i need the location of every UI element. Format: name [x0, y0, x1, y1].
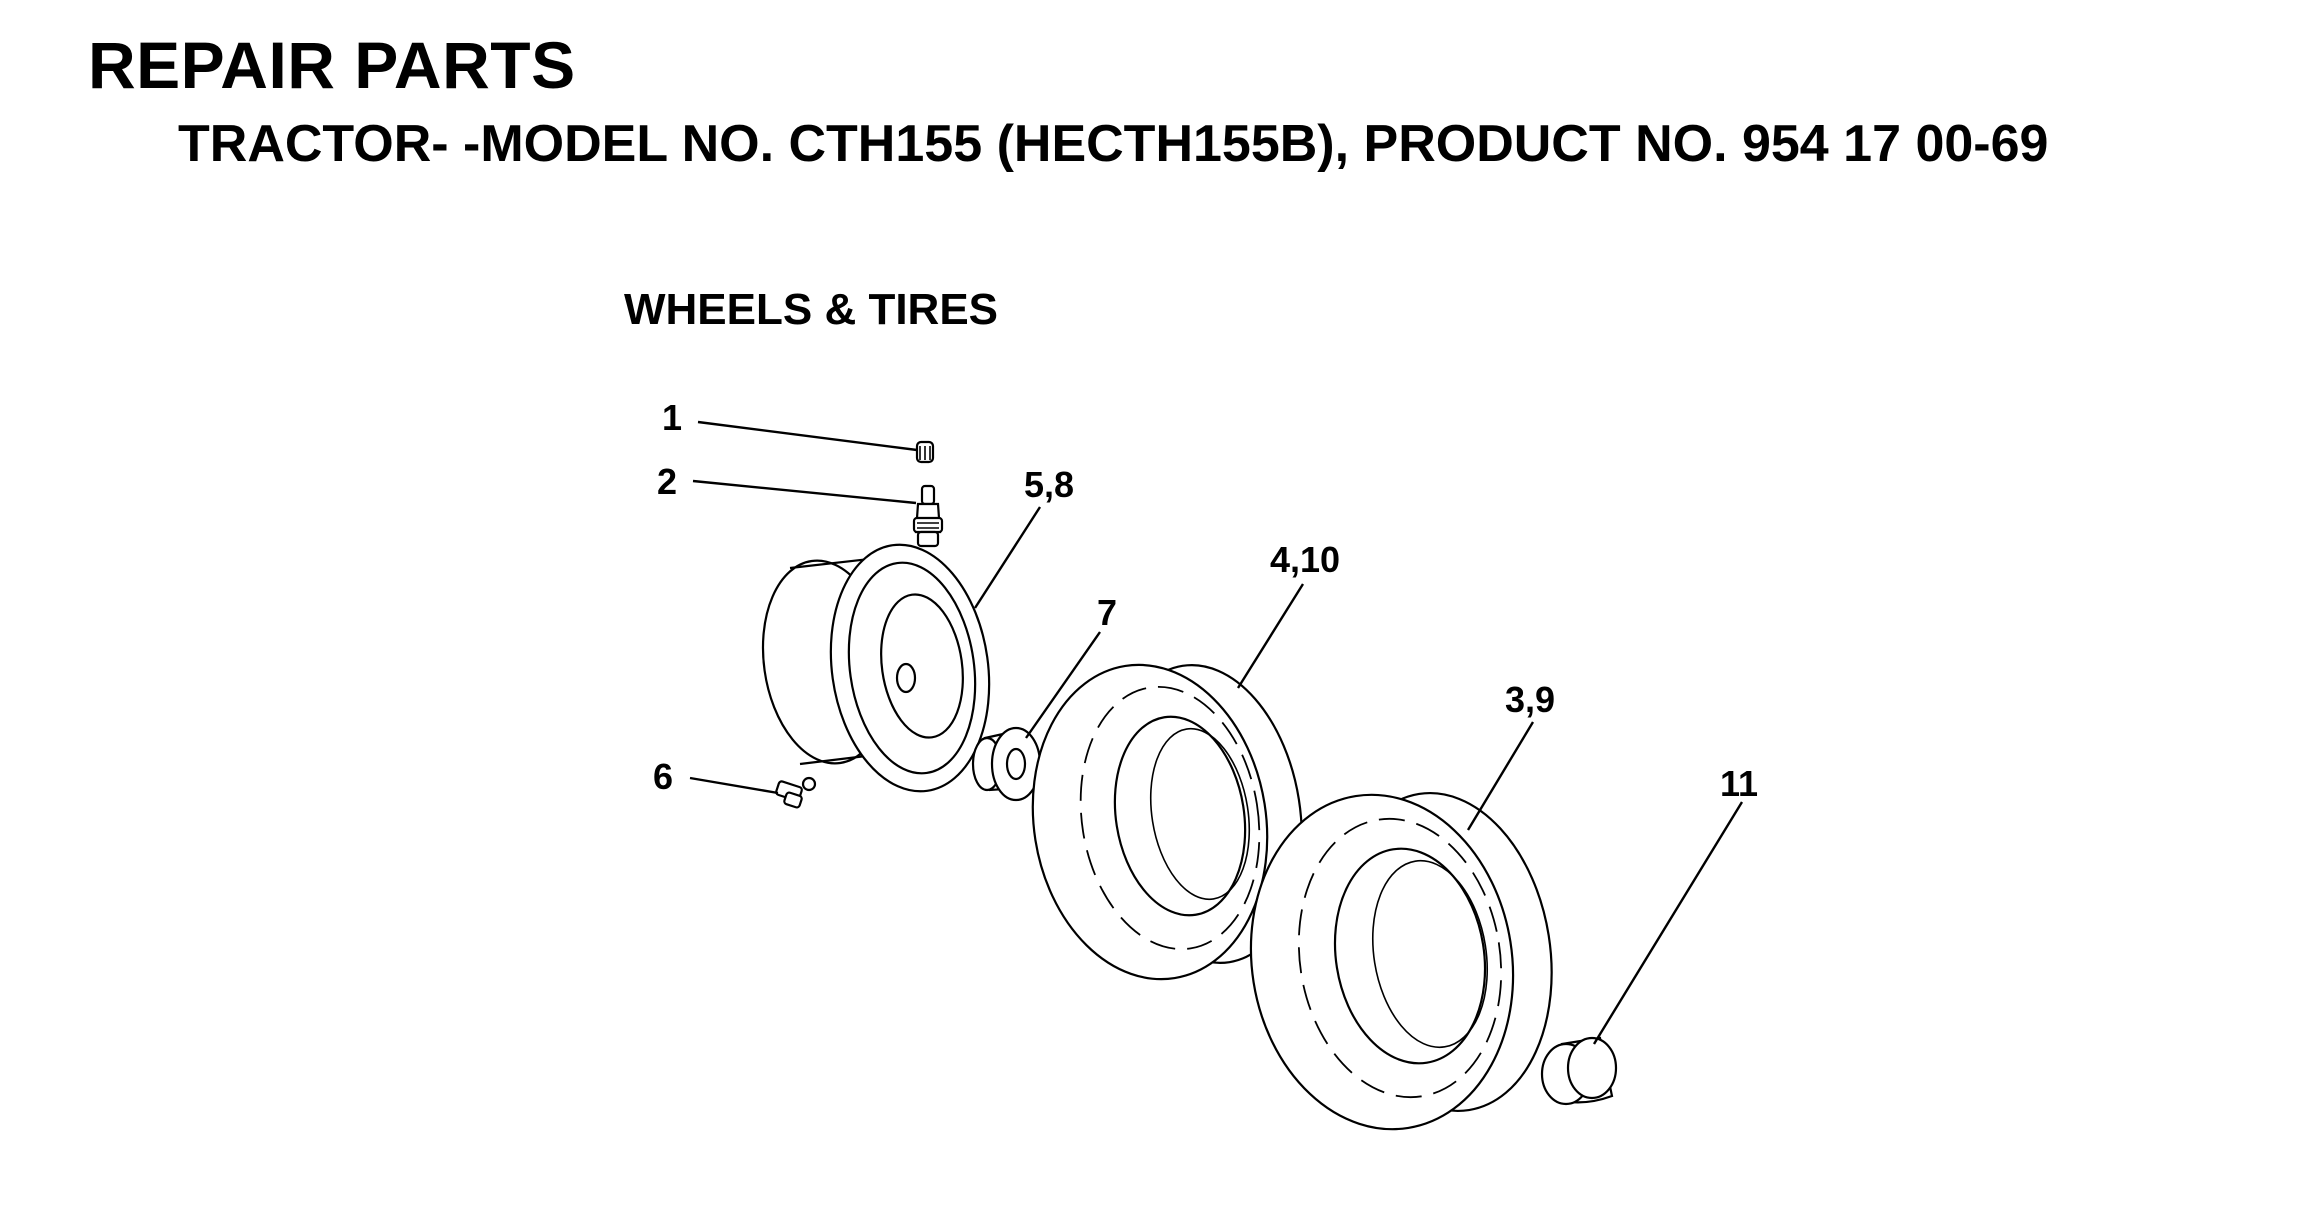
- part-rear-tire: [1249, 792, 1553, 1131]
- leader-line-6: [689, 776, 779, 795]
- leader-line-1: [697, 420, 918, 452]
- part-bushing: [971, 726, 1042, 802]
- callout-7: 7: [1097, 592, 1117, 633]
- leader-line-4-10: [1236, 583, 1305, 689]
- leader-line-5-8: [973, 506, 1042, 609]
- leader-line-2: [692, 479, 917, 505]
- callout-11: 11: [1720, 763, 1758, 804]
- page-title: REPAIR PARTS: [88, 28, 576, 102]
- part-hub-cap: [1540, 1036, 1618, 1106]
- part-grease-fitting: [775, 776, 817, 809]
- part-wheel-rim: [761, 543, 991, 793]
- callout-3-9: 3,9: [1505, 679, 1555, 720]
- part-valve-stem: [912, 484, 944, 548]
- callout-6: 6: [653, 756, 673, 797]
- section-title: WHEELS & TIRES: [624, 285, 999, 334]
- callout-1: 1: [662, 397, 682, 438]
- callout-4-10: 4,10: [1270, 539, 1340, 580]
- leader-line-11: [1592, 801, 1744, 1045]
- leader-line-7: [1025, 631, 1101, 739]
- callout-5-8: 5,8: [1024, 464, 1074, 505]
- part-front-tire: [1031, 663, 1303, 981]
- callout-2: 2: [657, 461, 677, 502]
- leader-line-3-9: [1466, 721, 1535, 831]
- part-valve-cap: [915, 440, 935, 464]
- page-subtitle: TRACTOR- -MODEL NO. CTH155 (HECTH155B), …: [178, 115, 2049, 173]
